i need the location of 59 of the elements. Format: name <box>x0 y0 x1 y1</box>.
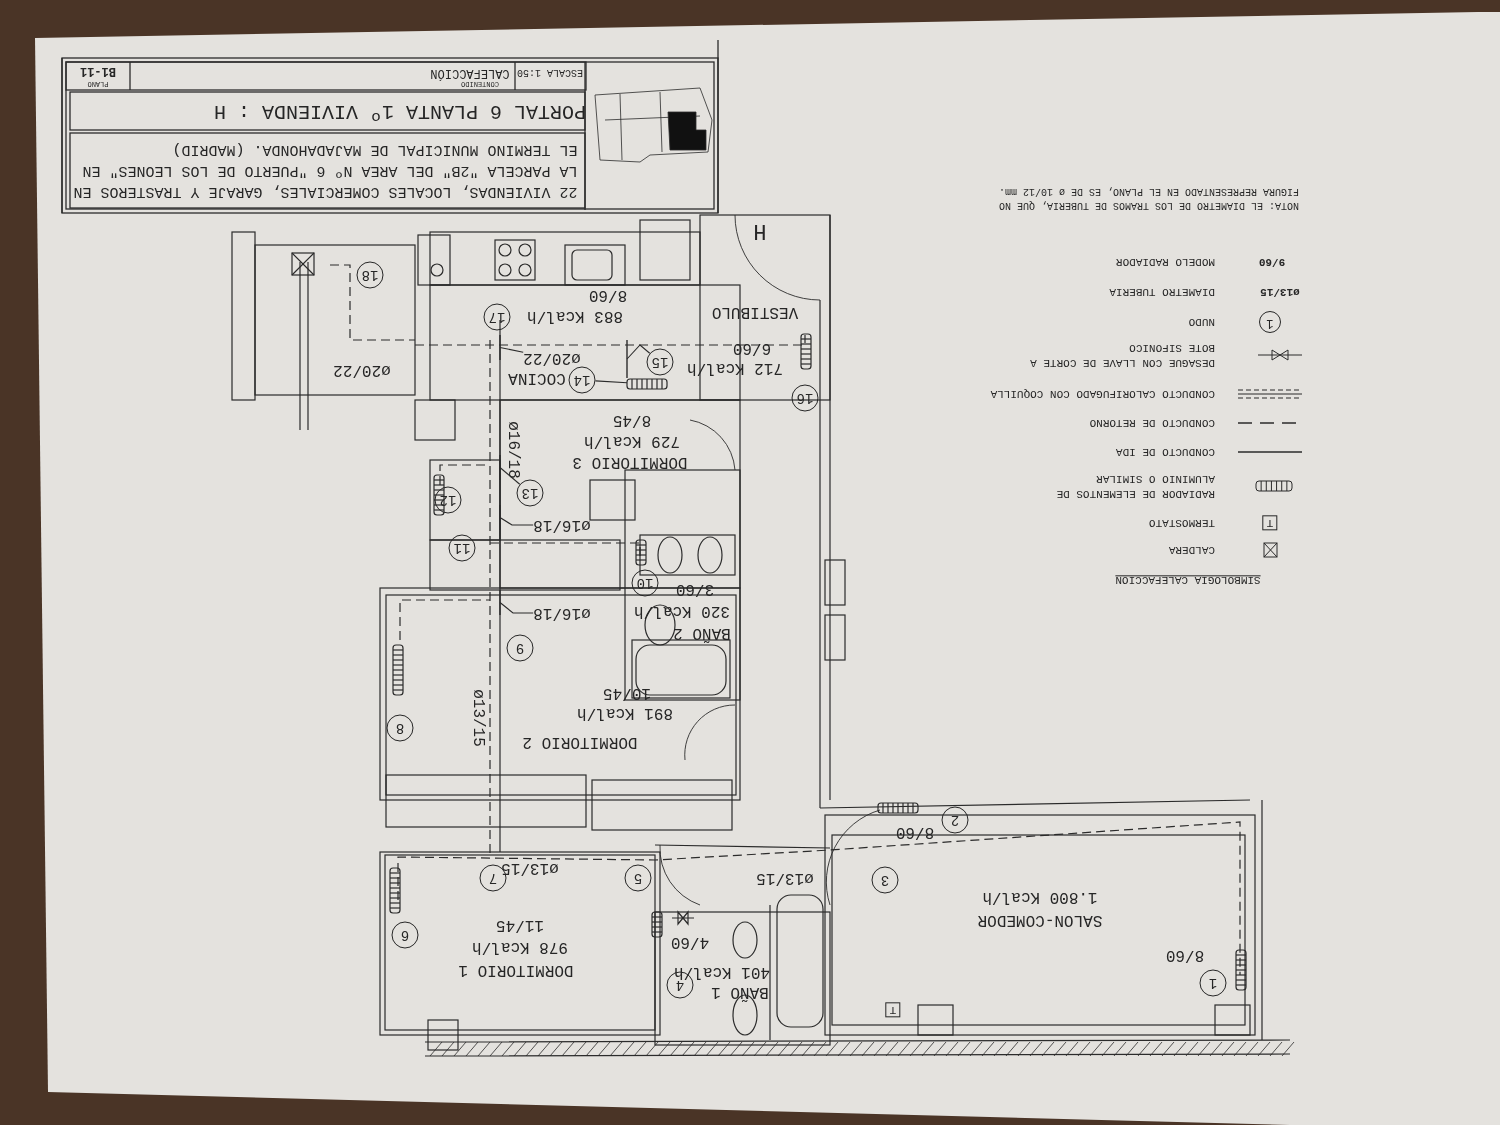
radiator-model: 8/60 <box>1165 945 1205 965</box>
radiator-model: 10/45 <box>603 683 651 703</box>
radiator-model: 8/45 <box>612 410 652 430</box>
note-text: NOTA: EL DIAMETRO DE LOS TRAMOS DE TUBERIA, QUE NO FIGURA REPRESENTADO EN EL PLANO, ES DE ø 10/12 mm. <box>997 185 1299 212</box>
room-name: BAÑO 1 <box>711 982 769 1002</box>
pipe-diameter: ø16/18 <box>533 516 591 534</box>
leader-line <box>499 346 524 353</box>
legend-label: DIAMETRO TUBERIA <box>1109 285 1215 299</box>
room-name: DORMITORIO 2 <box>522 732 638 752</box>
content-text: CALEFACCIÓN <box>430 65 510 79</box>
heat-output: 712 Kcal/h <box>687 358 783 378</box>
radiator-model: 11/45 <box>496 915 544 935</box>
heat-output: 978 Kcal/h <box>472 937 568 957</box>
legend-label: CONDUCTO DE RETORNO <box>1089 416 1215 430</box>
pipe-diameter: ø20/22 <box>333 360 391 380</box>
heat-output: 883 Kcal/h <box>527 306 623 326</box>
title-text: PORTAL 6 PLANTA 1º VIVIENDA : H <box>213 99 587 123</box>
legend-label: RADIADOR DE ELEMENTOS DE ALUMINIO O SIMILAR <box>1055 472 1215 501</box>
pipe-diameter: ø13/15 <box>756 868 814 888</box>
scale-text: ESCALA 1:50 <box>517 66 583 78</box>
legend-label: MODELO RADIADOR <box>1115 255 1215 269</box>
drawing-number: B1-11 <box>80 63 116 77</box>
heat-output: 401 Kcal/h <box>674 962 770 982</box>
room-name: COCINA <box>508 368 566 388</box>
legend-label: CALDERA <box>1168 543 1215 557</box>
radiator-model: 6/60 <box>732 338 772 358</box>
legend-label: DESAGUE CON LLAVE DE CORTE A BOTE SIFONICO <box>1030 341 1215 370</box>
legend-heading: SIMBOLOGIA CALEFACCION <box>1115 573 1261 587</box>
heat-output: 320 Kcal/h <box>634 601 730 621</box>
pipe-diameter: ø13/15 <box>1260 285 1300 299</box>
leader-line <box>499 516 534 526</box>
sheet-description: 22 VIVIENDAS, LOCALES COMERCIALES, GARAJE Y TRASTEROS EN LA PARCELA "2B" DEL AREA Nº 6 "PUERTO DE LOS LEONES" EN EL TERMINO MUNICIPAL DE MAJADAHONDA. (MADRID) <box>72 139 578 202</box>
radiator-model: 9/60 <box>1258 255 1286 269</box>
radiator-model: 8/60 <box>895 822 935 842</box>
room-name: VESTIBULO <box>711 302 799 322</box>
legend-label: CONDUCTO DE IDA <box>1115 445 1215 459</box>
room-name: DORMITORIO 1 <box>458 960 574 980</box>
pipe-diameter: ø13/15 <box>468 689 488 747</box>
leader-line <box>594 380 628 384</box>
room-name: BAÑO 2 <box>673 623 731 643</box>
radiator-model: 8/60 <box>588 285 628 305</box>
pipe-diameter: ø20/22 <box>523 349 581 367</box>
heat-output: 1.800 Kcal/h <box>982 887 1098 907</box>
pipe-diameter: ø16/18 <box>503 421 523 479</box>
legend-label: CONDUCTO CALORIFUGADO CON COQUILLA <box>990 387 1215 401</box>
leader-line <box>499 601 534 614</box>
legend-label: TERMOSTATO <box>1149 516 1215 530</box>
legend-label: NUDO <box>1188 315 1215 329</box>
room-name: DORMITORIO 3 <box>572 452 688 472</box>
leader-line <box>626 344 651 360</box>
door-mark: H <box>753 217 767 243</box>
heat-output: 729 Kcal/h <box>584 431 680 451</box>
radiator-icon <box>626 378 668 390</box>
radiator-model: 4/60 <box>670 932 710 952</box>
radiator-model: 3/60 <box>675 579 715 599</box>
pipe-diameter: ø16/18 <box>533 604 591 622</box>
room-name: SALON-COMEDOR <box>977 910 1103 930</box>
leader-line <box>499 466 521 485</box>
heat-output: 891 Kcal/h <box>577 703 673 723</box>
